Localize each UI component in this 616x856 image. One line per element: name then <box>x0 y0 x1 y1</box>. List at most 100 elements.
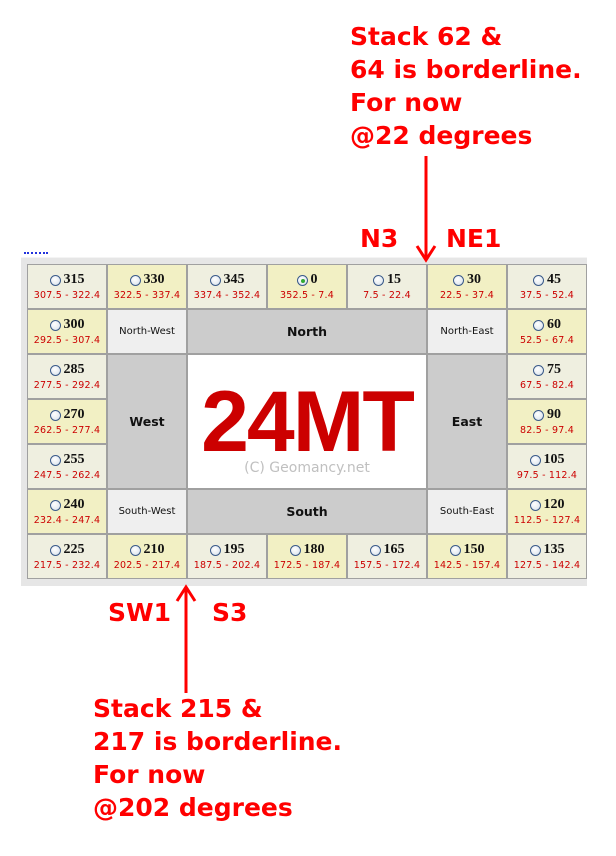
degree-range: 262.5 - 277.4 <box>33 425 101 436</box>
degree-range: 187.5 - 202.4 <box>193 560 261 571</box>
logo-24mt: 24MT <box>201 373 415 470</box>
direction-north-east: North-East <box>427 309 507 354</box>
annotation-bottom-note: Stack 215 & 217 is borderline. For now @… <box>93 692 342 824</box>
mountain-cell-315: 315 307.5 - 322.4 <box>27 264 107 309</box>
degree-label: 0 <box>310 272 318 287</box>
degree-label: 180 <box>303 542 325 557</box>
annotation-line: @22 degrees <box>350 121 533 150</box>
degree-label: 195 <box>223 542 245 557</box>
annotation-line: 64 is borderline. <box>350 55 582 84</box>
annotation-line: @202 degrees <box>93 793 293 822</box>
radio-345[interactable] <box>209 274 221 286</box>
radio-195[interactable] <box>209 544 221 556</box>
direction-south-west: South-West <box>107 489 187 534</box>
mountain-cell-255: 255 247.5 - 262.4 <box>27 444 107 489</box>
mountain-cell-135: 135 127.5 - 142.4 <box>507 534 587 579</box>
degree-range: 337.4 - 352.4 <box>193 290 261 301</box>
radio-90[interactable] <box>533 409 544 421</box>
mountain-cell-0: 0 352.5 - 7.4 <box>267 264 347 309</box>
degree-range: 82.5 - 97.4 <box>520 425 574 436</box>
degree-range: 112.5 - 127.4 <box>513 515 581 526</box>
radio-285[interactable] <box>49 364 61 376</box>
degree-range: 202.5 - 217.4 <box>113 560 181 571</box>
degree-range: 67.5 - 82.4 <box>520 380 574 391</box>
mountain-cell-240: 240 232.4 - 247.4 <box>27 489 107 534</box>
annotation-top-note: Stack 62 & 64 is borderline. For now @22… <box>350 20 582 152</box>
radio-180[interactable] <box>289 544 301 556</box>
degree-label: 285 <box>63 362 85 377</box>
degree-range: 232.4 - 247.4 <box>33 515 101 526</box>
annotation-line: For now <box>93 760 206 789</box>
degree-range: 277.5 - 292.4 <box>33 380 101 391</box>
mountain-cell-300: 300 292.5 - 307.4 <box>27 309 107 354</box>
direction-east: East <box>427 354 507 489</box>
degree-label: 240 <box>63 497 85 512</box>
mountain-cell-30: 30 22.5 - 37.4 <box>427 264 507 309</box>
radio-45[interactable] <box>533 274 544 286</box>
tag-n3: N3 <box>360 224 399 253</box>
degree-label: 315 <box>63 272 85 287</box>
degree-range: 172.5 - 187.4 <box>273 560 341 571</box>
mountain-cell-165: 165 157.5 - 172.4 <box>347 534 427 579</box>
degree-label: 165 <box>383 542 405 557</box>
mountain-cell-210: 210 202.5 - 217.4 <box>107 534 187 579</box>
center-logo-area: 24MT (C) Geomancy.net <box>187 354 427 489</box>
degree-range: 352.5 - 7.4 <box>280 290 334 301</box>
arrow-down-icon <box>415 156 437 263</box>
mountain-cell-45: 45 37.5 - 52.4 <box>507 264 587 309</box>
annotation-line: 217 is borderline. <box>93 727 343 756</box>
degree-range: 22.5 - 37.4 <box>440 290 494 301</box>
radio-30[interactable] <box>453 274 464 286</box>
degree-label: 90 <box>547 407 561 422</box>
degree-range: 307.5 - 322.4 <box>33 290 101 301</box>
direction-north-west: North-West <box>107 309 187 354</box>
radio-105[interactable] <box>529 454 541 466</box>
direction-north: North <box>187 309 427 354</box>
degree-label: 30 <box>467 272 481 287</box>
radio-120[interactable] <box>529 499 541 511</box>
degree-label: 330 <box>143 272 165 287</box>
degree-label: 270 <box>63 407 85 422</box>
degree-range: 142.5 - 157.4 <box>433 560 501 571</box>
degree-label: 225 <box>63 542 85 557</box>
degree-label: 255 <box>63 452 85 467</box>
mountain-cell-195: 195 187.5 - 202.4 <box>187 534 267 579</box>
degree-label: 105 <box>543 452 565 467</box>
degree-label: 75 <box>547 362 561 377</box>
radio-165[interactable] <box>369 544 381 556</box>
degree-label: 210 <box>143 542 165 557</box>
radio-300[interactable] <box>49 319 61 331</box>
radio-150[interactable] <box>449 544 461 556</box>
radio-330[interactable] <box>129 274 141 286</box>
mountain-cell-15: 15 7.5 - 22.4 <box>347 264 427 309</box>
degree-range: 52.5 - 67.4 <box>520 335 574 346</box>
direction-west: West <box>107 354 187 489</box>
radio-15[interactable] <box>373 274 384 286</box>
degree-range: 322.5 - 337.4 <box>113 290 181 301</box>
degree-label: 135 <box>543 542 565 557</box>
degree-range: 247.5 - 262.4 <box>33 470 101 481</box>
arrow-up-icon <box>175 584 197 693</box>
radio-225[interactable] <box>49 544 61 556</box>
tag-sw1: SW1 <box>108 598 171 627</box>
tag-s3: S3 <box>212 598 248 627</box>
truncated-link-fragment <box>24 252 48 257</box>
mountain-cell-120: 120 112.5 - 127.4 <box>507 489 587 534</box>
radio-255[interactable] <box>49 454 61 466</box>
mountain-cell-345: 345 337.4 - 352.4 <box>187 264 267 309</box>
radio-60[interactable] <box>533 319 544 331</box>
copyright-text: (C) Geomancy.net <box>244 459 370 476</box>
degree-range: 37.5 - 52.4 <box>520 290 574 301</box>
mountain-cell-150: 150 142.5 - 157.4 <box>427 534 507 579</box>
radio-75[interactable] <box>533 364 544 376</box>
radio-315[interactable] <box>49 274 61 286</box>
degree-label: 150 <box>463 542 485 557</box>
annotation-line: Stack 62 & <box>350 22 503 51</box>
radio-210[interactable] <box>129 544 141 556</box>
radio-0[interactable] <box>296 274 308 286</box>
radio-240[interactable] <box>49 499 61 511</box>
radio-270[interactable] <box>49 409 61 421</box>
mountain-cell-330: 330 322.5 - 337.4 <box>107 264 187 309</box>
degree-range: 7.5 - 22.4 <box>363 290 411 301</box>
radio-135[interactable] <box>529 544 541 556</box>
